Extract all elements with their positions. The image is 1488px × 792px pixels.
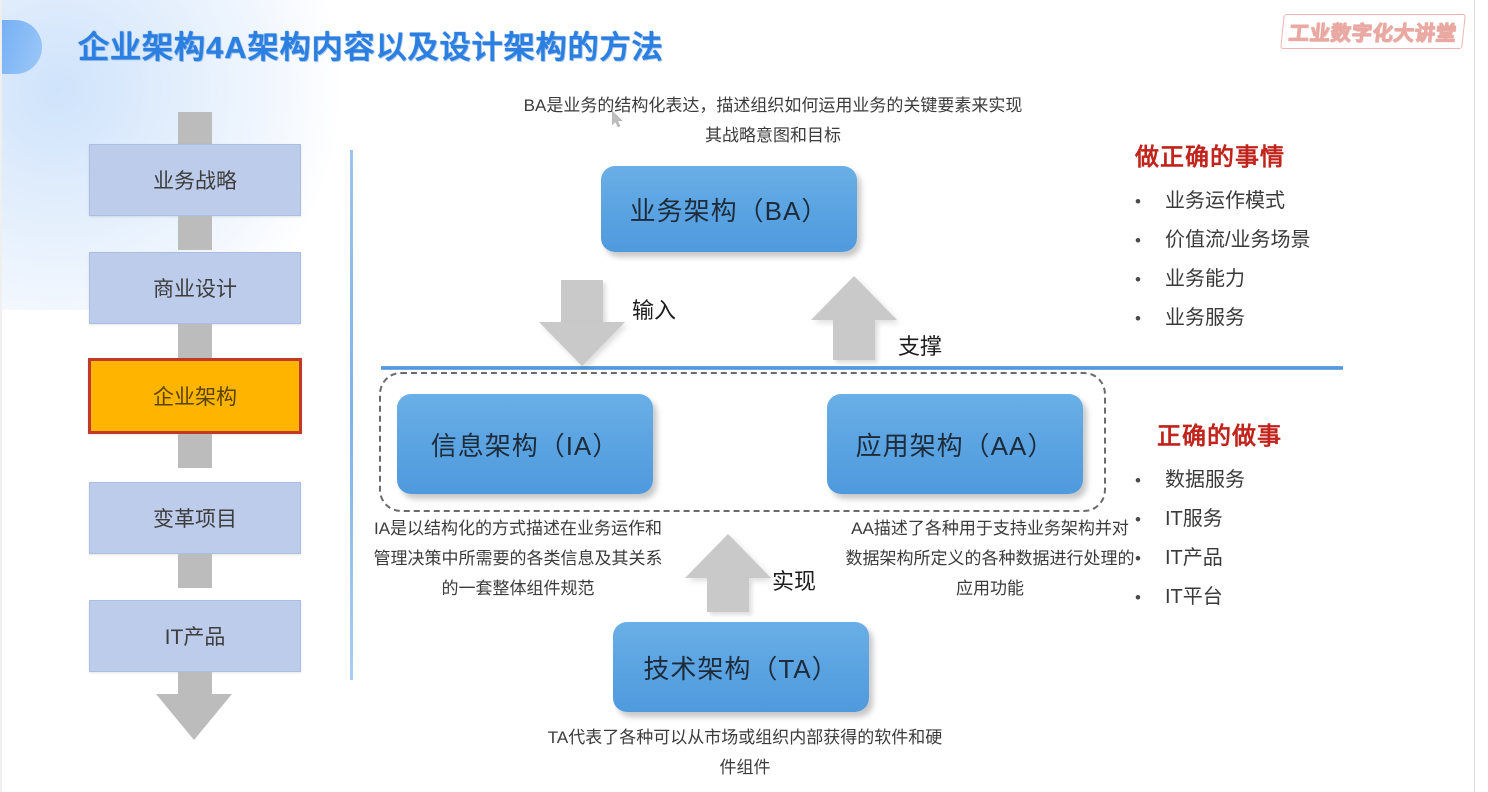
panel-list: • 数据服务 • IT服务 • IT产品 • IT平台 — [1135, 461, 1282, 617]
bullet-icon: • — [1135, 471, 1141, 490]
arrow-down-input-icon — [539, 280, 625, 366]
list-item-label: 价值流/业务场景 — [1165, 229, 1311, 251]
list-item-label: IT平台 — [1165, 586, 1223, 608]
bullet-icon: • — [1135, 192, 1141, 211]
list-item: • 价值流/业务场景 — [1135, 221, 1311, 260]
list-item-label: 数据服务 — [1165, 469, 1245, 491]
arch-box-ia[interactable]: 信息架构（IA） — [397, 394, 653, 494]
arch-box-label: 应用架构（AA） — [855, 430, 1055, 461]
flow-item-business-strategy[interactable]: 业务战略 — [89, 144, 301, 216]
bullet-icon: • — [1135, 549, 1141, 568]
caption-ta: TA代表了各种可以从市场或组织内部获得的软件和硬件组件 — [547, 728, 943, 777]
flow-connector — [178, 112, 212, 146]
list-item: • IT平台 — [1135, 578, 1282, 617]
list-item: • IT产品 — [1135, 539, 1282, 578]
caption-ba: BA是业务的结构化表达，描述组织如何运用业务的关键要素来实现其战略意图和目标 — [523, 96, 1023, 145]
vertical-divider — [350, 150, 353, 680]
flow-connector — [178, 554, 212, 588]
dashed-group-container — [379, 372, 1106, 512]
flow-item-label: 企业架构 — [153, 386, 237, 409]
list-item: • 业务运作模式 — [1135, 182, 1311, 221]
flow-connector — [178, 434, 212, 468]
flow-item-label: 商业设计 — [153, 278, 237, 301]
page-title: 企业架构4A架构内容以及设计架构的方法 — [78, 30, 664, 65]
arch-box-ta[interactable]: 技术架构（TA） — [613, 622, 869, 712]
bullet-icon: • — [1135, 510, 1141, 529]
flow-item-label: 业务战略 — [153, 170, 237, 193]
flow-item-label: 变革项目 — [153, 508, 237, 531]
arch-box-ba[interactable]: 业务架构（BA） — [601, 166, 857, 252]
list-item: • 数据服务 — [1135, 461, 1282, 500]
flow-item-label: IT产品 — [164, 626, 226, 649]
arrow-up-realize-icon — [685, 534, 771, 614]
frame-right-margin — [1475, 0, 1488, 792]
panel-title: 做正确的事情 — [1135, 144, 1285, 171]
arrow-label-input: 输入 — [632, 298, 677, 323]
list-item-label: IT产品 — [1165, 547, 1223, 569]
list-item-label: 业务能力 — [1165, 268, 1245, 290]
flow-item-change-project[interactable]: 变革项目 — [89, 482, 301, 554]
arch-box-label: 业务架构（BA） — [629, 195, 829, 226]
flow-end-arrow-stem — [178, 672, 212, 694]
flow-connector — [178, 324, 212, 358]
list-item-label: 业务服务 — [1165, 307, 1245, 329]
panel-title: 正确的做事 — [1157, 423, 1282, 450]
brand-logo: 工业数字化大讲堂 — [1280, 14, 1466, 49]
caption-ia: IA是以结构化的方式描述在业务运作和管理决策中所需要的各类信息及其关系的一套整体… — [373, 519, 663, 598]
flow-end-arrow-icon — [156, 694, 232, 740]
frame-left-edge — [0, 0, 2, 792]
arrow-up-support-icon — [811, 276, 897, 362]
bullet-icon: • — [1135, 309, 1141, 328]
panel-do-right-things: 做正确的事情 • 业务运作模式 • 价值流/业务场景 • 业务能力 • 业务服务 — [1135, 137, 1311, 338]
horizontal-rule — [381, 366, 1343, 370]
caption-aa: AA描述了各种用于支持业务架构并对数据架构所定义的各种数据进行处理的应用功能 — [845, 519, 1135, 598]
arrow-label-realize: 实现 — [772, 569, 817, 594]
list-item: • 业务服务 — [1135, 299, 1311, 338]
arch-box-label: 技术架构（TA） — [643, 653, 839, 684]
flow-item-enterprise-architecture[interactable]: 企业架构 — [88, 358, 302, 434]
arch-box-label: 信息架构（IA） — [430, 430, 620, 461]
frame-right-edge — [1474, 0, 1475, 792]
corner-blob-decoration — [0, 20, 42, 74]
panel-do-things-right: 正确的做事 • 数据服务 • IT服务 • IT产品 • IT平台 — [1135, 416, 1282, 617]
bullet-icon: • — [1135, 231, 1141, 250]
panel-list: • 业务运作模式 • 价值流/业务场景 • 业务能力 • 业务服务 — [1135, 182, 1311, 338]
list-item-label: 业务运作模式 — [1165, 190, 1285, 212]
list-item: • IT服务 — [1135, 500, 1282, 539]
bullet-icon: • — [1135, 588, 1141, 607]
bullet-icon: • — [1135, 270, 1141, 289]
arrow-label-support: 支撑 — [898, 334, 943, 359]
list-item: • 业务能力 — [1135, 260, 1311, 299]
flow-item-business-design[interactable]: 商业设计 — [89, 252, 301, 324]
list-item-label: IT服务 — [1165, 508, 1223, 530]
mouse-cursor-icon — [612, 111, 623, 128]
arch-box-aa[interactable]: 应用架构（AA） — [827, 394, 1083, 494]
flow-connector — [178, 216, 212, 250]
flow-item-it-product[interactable]: IT产品 — [89, 600, 301, 672]
